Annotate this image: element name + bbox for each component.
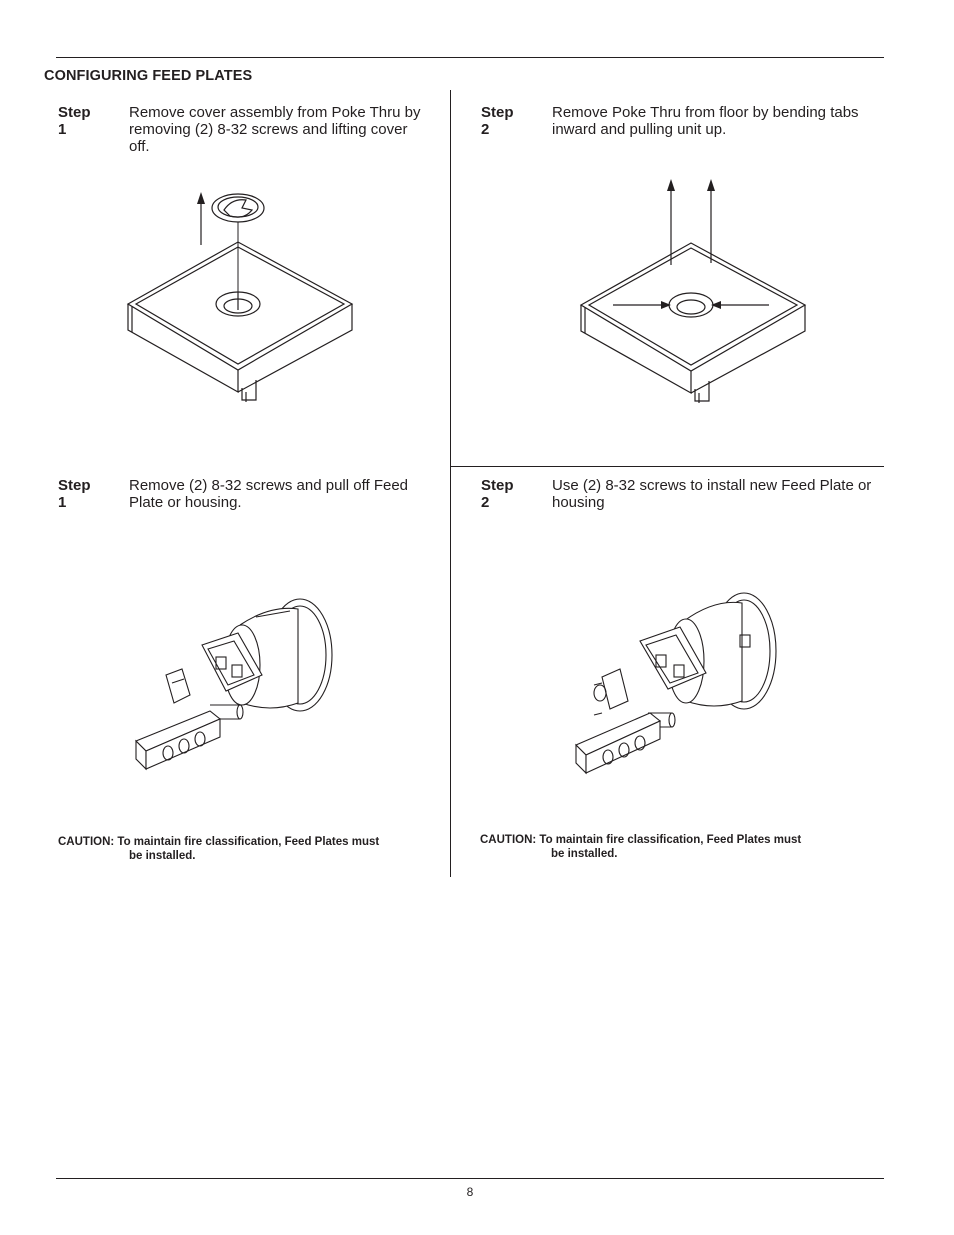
feed-plate-install-illustration <box>575 592 777 775</box>
step-text: Remove (2) 8-32 screws and pull off Feed… <box>129 477 409 511</box>
step-text: Remove Poke Thru from floor by bending t… <box>552 104 859 138</box>
step-label: Step 1 <box>58 104 91 138</box>
step-label: Step 2 <box>481 104 514 138</box>
feed-plate-removal-illustration <box>135 598 333 771</box>
caution-line: CAUTION: To maintain fire classification… <box>480 834 802 846</box>
caution-note: CAUTION: To maintain fire classification… <box>58 835 379 863</box>
poke-thru-removal-illustration <box>579 179 807 403</box>
step-label: Step 1 <box>58 477 91 511</box>
page-number: 8 <box>466 1185 474 1199</box>
caution-line: be installed. <box>129 850 196 862</box>
caution-line: be installed. <box>551 848 618 860</box>
section-title: CONFIGURING FEED PLATES <box>44 68 253 84</box>
step-text: Use (2) 8-32 screws to install new Feed … <box>552 477 872 511</box>
bottom-rule <box>56 1178 884 1179</box>
step-text: Remove cover assembly from Poke Thru by … <box>129 104 421 155</box>
caution-note: CAUTION: To maintain fire classification… <box>480 833 801 861</box>
caution-line: CAUTION: To maintain fire classification… <box>58 836 380 848</box>
step-label: Step 2 <box>481 477 514 511</box>
vertical-divider <box>450 90 451 877</box>
top-rule <box>56 57 884 58</box>
row-divider <box>450 466 884 467</box>
cover-removal-illustration <box>126 192 354 402</box>
